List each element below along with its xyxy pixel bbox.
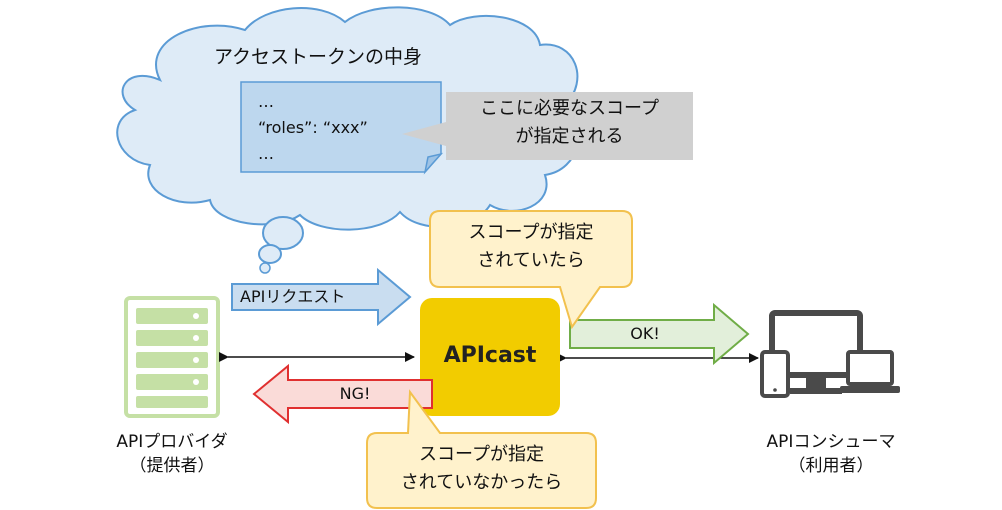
ok-arrow — [569, 302, 750, 366]
token-line-3: … — [258, 144, 274, 163]
cloud-title: アクセストークンの中身 — [214, 46, 423, 68]
consumer-sublabel: （利用者） — [788, 456, 874, 476]
consumer-label: APIコンシューマ — [766, 432, 896, 452]
token-note — [240, 81, 444, 175]
callout-ok-line-2: されていたら — [477, 250, 585, 271]
ng-arrow — [252, 363, 433, 425]
devices-icon — [760, 310, 900, 398]
scope-note-line-2: が指定される — [515, 126, 624, 147]
callout-ok-bubble — [429, 210, 633, 330]
callout-ng-bubble — [366, 389, 597, 509]
request-arrow — [231, 267, 412, 327]
token-line-2: “roles”: “xxx” — [258, 118, 368, 137]
token-line-1: … — [258, 92, 274, 111]
ng-arrow-label: NG! — [339, 384, 371, 403]
scope-note-callout — [402, 92, 693, 160]
callout-ok-line-1: スコープが指定 — [468, 222, 594, 243]
apicast-box — [420, 298, 560, 416]
provider-label: APIプロバイダ — [116, 432, 228, 452]
apicast-label: APIcast — [443, 343, 537, 368]
request-arrow-label: APIリクエスト — [240, 287, 346, 306]
server-icon — [124, 296, 220, 418]
provider-sublabel: （提供者） — [129, 456, 215, 476]
scope-note-line-1: ここに必要なスコープ — [480, 98, 659, 119]
cloud-bubble-medium — [258, 244, 282, 264]
cloud-bubble-large — [262, 216, 304, 250]
cloud-bubble-small — [259, 262, 271, 274]
callout-ng-line-1: スコープが指定 — [419, 444, 544, 465]
ok-arrow-label: OK! — [630, 324, 660, 343]
callout-ng-line-2: されていなかったら — [400, 472, 563, 493]
